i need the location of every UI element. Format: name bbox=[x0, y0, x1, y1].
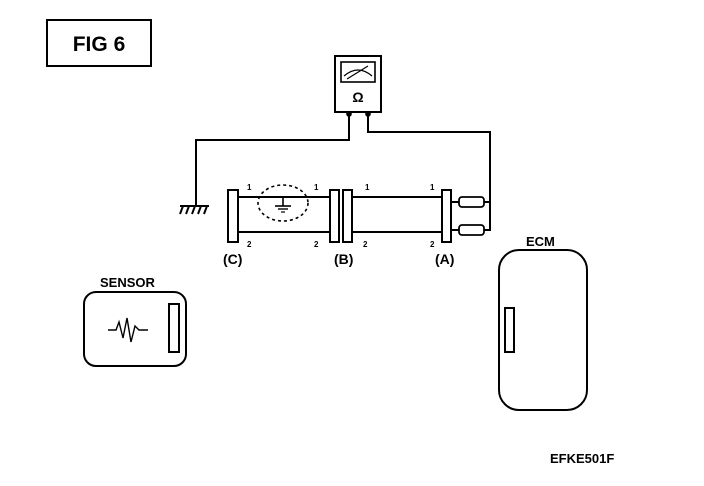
connector-c-label: (C) bbox=[223, 251, 242, 267]
pin-c-right-1: 1 bbox=[314, 183, 319, 192]
connector-a-label: (A) bbox=[435, 251, 454, 267]
meter-leads bbox=[195, 114, 491, 231]
ecm-unit: ECM bbox=[498, 234, 588, 411]
connector-b-label: (B) bbox=[334, 251, 353, 267]
short-to-ground-indicator bbox=[257, 184, 309, 222]
sensor-waveform-icon bbox=[108, 317, 148, 343]
figure-title-box: FIG 6 bbox=[46, 19, 152, 67]
pin-c-right-2: 2 bbox=[314, 240, 319, 249]
connector-c bbox=[227, 189, 239, 243]
connector-a bbox=[441, 189, 459, 243]
pin-a-1: 1 bbox=[430, 183, 435, 192]
pin-b-1: 1 bbox=[365, 183, 370, 192]
pin-b-2: 2 bbox=[363, 240, 368, 249]
sensor-label: SENSOR bbox=[100, 275, 156, 290]
ground-icon bbox=[179, 205, 209, 215]
pin-numbers: 1 2 1 2 1 2 1 2 bbox=[247, 183, 435, 249]
pin-c-2: 2 bbox=[247, 240, 252, 249]
pin-a-2: 2 bbox=[430, 240, 435, 249]
figure-code: EFKE501F bbox=[550, 451, 614, 466]
harness-wires bbox=[238, 196, 442, 233]
figure-title: FIG 6 bbox=[73, 33, 126, 56]
ecm-connector bbox=[504, 307, 515, 353]
pin-c-1: 1 bbox=[247, 183, 252, 192]
ecm-label: ECM bbox=[526, 234, 555, 249]
ohm-symbol: Ω bbox=[352, 89, 363, 105]
sensor-unit: SENSOR bbox=[83, 275, 187, 367]
ohmmeter: Ω bbox=[334, 55, 382, 117]
sensor-connector bbox=[168, 303, 180, 353]
test-probes bbox=[458, 196, 485, 236]
connector-b bbox=[329, 189, 353, 243]
